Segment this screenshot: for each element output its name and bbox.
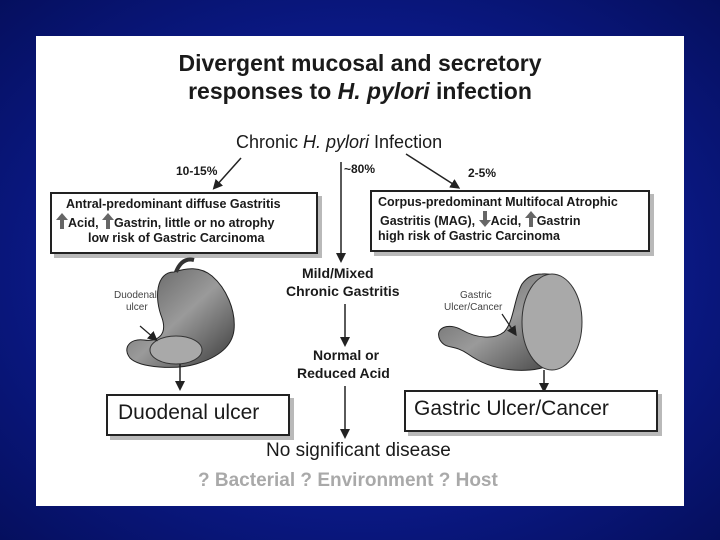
- footer-factors: ? Bacterial ? Environment ? Host: [198, 470, 498, 491]
- right-stomach-illustration: [438, 273, 583, 393]
- mild-gastritis-line2: Chronic Gastritis: [286, 283, 400, 299]
- slide-title-line2: responses to H. pylori infection: [188, 78, 532, 104]
- down-arrow-icon: [478, 211, 491, 227]
- pct-left: 10-15%: [176, 164, 218, 178]
- root-node: Chronic H. pylori Infection: [236, 132, 443, 152]
- no-disease-outcome: No significant disease: [266, 440, 451, 461]
- diagram-graphics: [126, 153, 583, 439]
- right-stomach-label-line1: Gastric: [460, 290, 492, 301]
- mild-gastritis-line1: Mild/Mixed: [302, 265, 374, 281]
- pct-right: 2-5%: [468, 166, 497, 180]
- slide-panel: Divergent mucosal and secretory response…: [36, 36, 684, 506]
- right-box-line2: Gastritis (MAG), Acid, Gastrin: [380, 211, 580, 229]
- gastric-ulcer-box: [404, 390, 658, 432]
- left-box-line3: low risk of Gastric Carcinoma: [88, 231, 265, 245]
- up-arrow-icon: [102, 213, 115, 229]
- left-box-line2: Acid, Gastrin, little or no atrophy: [56, 213, 274, 231]
- duodenal-ulcer-label: Duodenal ulcer: [118, 401, 260, 424]
- right-branch-box: [370, 190, 650, 252]
- duodenal-ulcer-box: [106, 394, 290, 436]
- left-box-line1: Antral-predominant diffuse Gastritis: [66, 197, 281, 211]
- left-stomach-label-line2: ulcer: [126, 302, 148, 313]
- right-box-line3: high risk of Gastric Carcinoma: [378, 229, 560, 243]
- left-stomach-illustration: [126, 257, 235, 391]
- up-arrow-icon: [56, 213, 68, 229]
- left-stomach-label-line1: Duodenal: [114, 290, 157, 301]
- pct-center: ~80%: [344, 162, 376, 176]
- up-arrow-icon: [524, 211, 537, 227]
- acid-level-line2: Reduced Acid: [297, 365, 390, 381]
- right-box-line1: Corpus-predominant Multifocal Atrophic: [378, 195, 618, 209]
- acid-level-line1: Normal or: [313, 347, 380, 363]
- slide-title-line1: Divergent mucosal and secretory: [178, 50, 542, 76]
- left-branch-box: [50, 192, 318, 254]
- gastric-ulcer-label: Gastric Ulcer/Cancer: [414, 397, 609, 420]
- right-stomach-label-line2: Ulcer/Cancer: [444, 302, 503, 313]
